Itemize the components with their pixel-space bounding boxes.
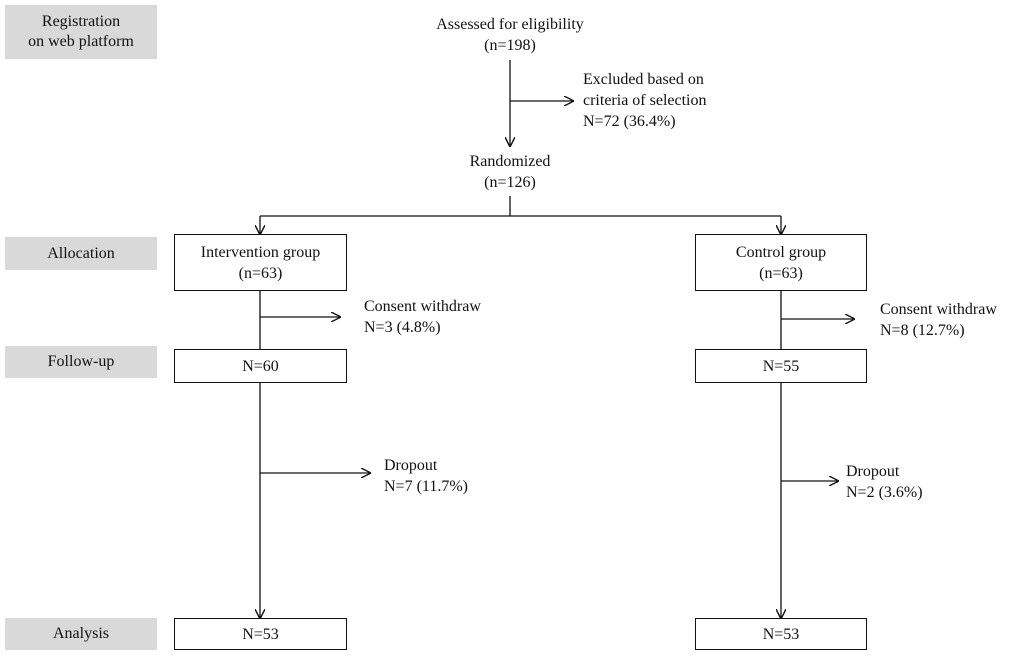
- control-withdraw-note: Consent withdraw N=8 (12.7%): [880, 299, 997, 341]
- excluded-node: Excluded based on criteria of selection …: [583, 69, 707, 132]
- stage-registration-line-2: on web platform: [28, 33, 134, 50]
- assessed-count: (n=198): [484, 37, 536, 54]
- randomized-node: Randomized (n=126): [430, 151, 590, 193]
- intervention-withdraw-label: Consent withdraw: [364, 298, 481, 315]
- excluded-line-1: Excluded based on: [583, 71, 704, 88]
- control-group-name: Control group: [735, 243, 827, 261]
- assessed-node: Assessed for eligibility (n=198): [405, 14, 615, 56]
- control-group-count: (n=63): [759, 264, 803, 282]
- randomized-title: Randomized: [469, 153, 551, 170]
- control-withdraw-label: Consent withdraw: [880, 301, 997, 318]
- intervention-dropout-note: Dropout N=7 (11.7%): [384, 455, 468, 497]
- assessed-title: Assessed for eligibility: [436, 16, 584, 33]
- stage-registration-line-1: Registration: [41, 13, 121, 30]
- intervention-group-box: Intervention group (n=63): [174, 234, 347, 291]
- stage-registration: Registration on web platform: [5, 5, 157, 59]
- control-dropout-count: N=2 (3.6%): [846, 484, 923, 501]
- intervention-withdraw-count: N=3 (4.8%): [364, 319, 441, 336]
- excluded-line-3: N=72 (36.4%): [583, 113, 676, 130]
- intervention-dropout-count: N=7 (11.7%): [384, 478, 468, 495]
- randomized-count: (n=126): [484, 174, 536, 191]
- intervention-analysis-box: N=53: [174, 618, 347, 650]
- excluded-line-2: criteria of selection: [583, 92, 707, 109]
- control-followup-box: N=55: [695, 349, 867, 383]
- intervention-withdraw-note: Consent withdraw N=3 (4.8%): [364, 296, 481, 338]
- intervention-group-name: Intervention group: [200, 243, 321, 261]
- intervention-group-count: (n=63): [238, 264, 283, 282]
- control-dropout-label: Dropout: [846, 463, 900, 480]
- control-withdraw-count: N=8 (12.7%): [880, 322, 965, 339]
- stage-allocation: Allocation: [5, 237, 157, 270]
- stage-analysis: Analysis: [5, 618, 157, 650]
- control-dropout-note: Dropout N=2 (3.6%): [846, 461, 923, 503]
- intervention-followup-box: N=60: [174, 349, 347, 383]
- intervention-dropout-label: Dropout: [384, 457, 438, 474]
- control-analysis-box: N=53: [695, 618, 867, 650]
- stage-followup: Follow-up: [5, 346, 157, 378]
- control-group-box: Control group (n=63): [695, 234, 867, 291]
